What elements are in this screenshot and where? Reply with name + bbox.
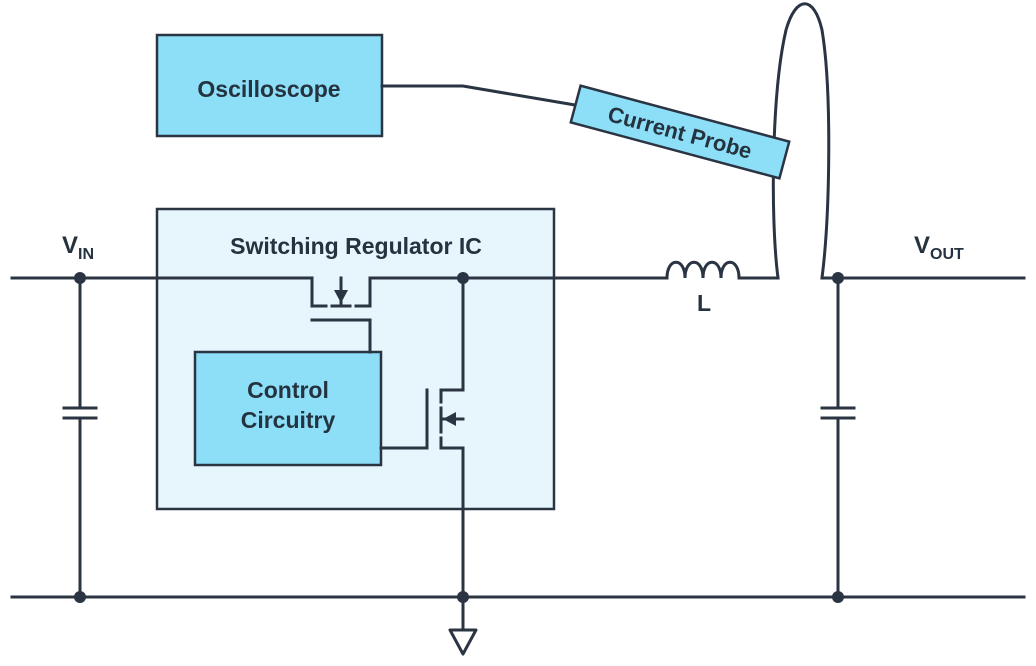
output-capacitor xyxy=(820,276,856,599)
control-circuitry-box xyxy=(193,350,383,467)
control-circuitry-label-line2: Circuitry xyxy=(241,407,336,433)
current-probe-body: Current Probe xyxy=(569,84,791,180)
ic-title-label: Switching Regulator IC xyxy=(230,233,482,259)
ground-symbol xyxy=(448,595,478,656)
vout-label: VOUT xyxy=(914,232,964,263)
high-side-mosfet xyxy=(310,276,372,354)
low-side-mosfet xyxy=(379,276,465,599)
inductor-coil xyxy=(665,260,741,280)
probe-cable xyxy=(380,84,577,107)
oscilloscope-box xyxy=(155,33,384,138)
junction-dots xyxy=(74,272,844,603)
inductor-label: L xyxy=(697,290,711,316)
vin-label: VIN xyxy=(62,232,94,263)
oscilloscope-label: Oscilloscope xyxy=(197,76,340,102)
control-circuitry-label-line1: Control xyxy=(247,377,329,403)
input-capacitor xyxy=(62,276,98,599)
